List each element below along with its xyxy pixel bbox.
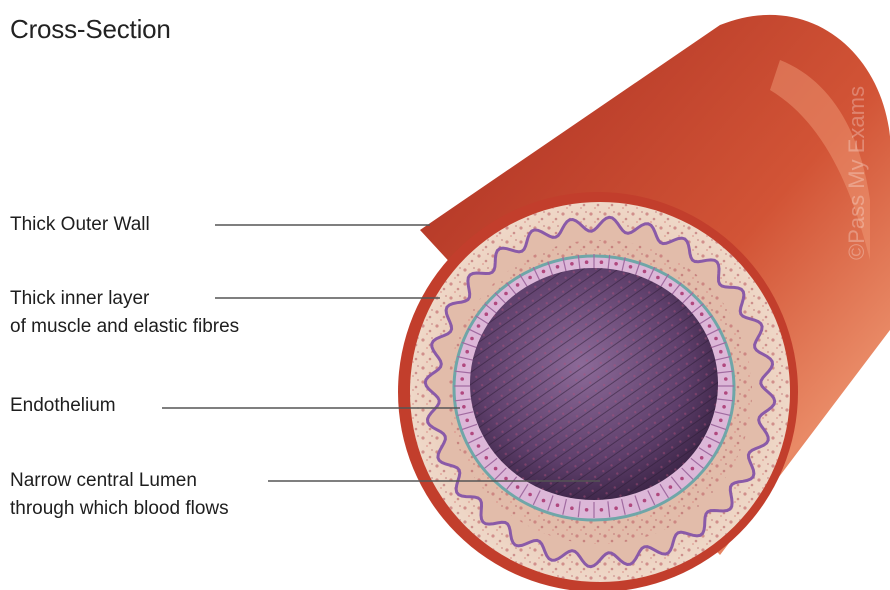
endothelium-cell-nucleus bbox=[629, 503, 633, 507]
endothelium-cell-nucleus bbox=[570, 506, 574, 510]
endothelium-cell-nucleus bbox=[669, 283, 673, 287]
endothelium-cell-nucleus bbox=[680, 292, 684, 296]
endothelium-cell-nucleus bbox=[528, 276, 532, 280]
endothelium-cell-nucleus bbox=[719, 419, 723, 423]
endothelium-cell-nucleus bbox=[470, 337, 474, 341]
endothelium-cell-nucleus bbox=[614, 506, 618, 510]
endothelium-cell-nucleus bbox=[714, 432, 718, 436]
endothelium-cell-nucleus bbox=[708, 324, 712, 328]
endothelium-cell-nucleus bbox=[542, 270, 546, 274]
endothelium-cell-nucleus bbox=[460, 377, 464, 381]
endothelium-cell-nucleus bbox=[485, 312, 489, 316]
endothelium-cell-nucleus bbox=[700, 456, 704, 460]
endothelium-cell-nucleus bbox=[460, 391, 464, 395]
endothelium-cell-nucleus bbox=[656, 276, 660, 280]
endothelium-cell-nucleus bbox=[556, 265, 560, 269]
endothelium-cell-nucleus bbox=[708, 444, 712, 448]
endothelium-cell-nucleus bbox=[570, 262, 574, 266]
endothelium-cell-nucleus bbox=[462, 363, 466, 367]
endothelium-cell-nucleus bbox=[691, 467, 695, 471]
endothelium-cell-nucleus bbox=[542, 499, 546, 503]
endothelium-cell-nucleus bbox=[470, 432, 474, 436]
endothelium-cell-nucleus bbox=[516, 485, 520, 489]
endothelium-cell-nucleus bbox=[724, 391, 728, 395]
endothelium-cell-nucleus bbox=[465, 350, 469, 354]
endothelium-cell-nucleus bbox=[724, 377, 728, 381]
endothelium-cell-nucleus bbox=[643, 270, 647, 274]
endothelium-cell-nucleus bbox=[614, 262, 618, 266]
endothelium-cell-nucleus bbox=[585, 508, 589, 512]
endothelium-cell-nucleus bbox=[719, 350, 723, 354]
endothelium-cell-nucleus bbox=[485, 456, 489, 460]
endothelium-cell-nucleus bbox=[477, 324, 481, 328]
endothelium-cell-nucleus bbox=[494, 302, 498, 306]
endothelium-cell-nucleus bbox=[691, 302, 695, 306]
endothelium-cell-nucleus bbox=[494, 467, 498, 471]
endothelium-cell-nucleus bbox=[465, 419, 469, 423]
endothelium-cell-nucleus bbox=[680, 477, 684, 481]
endothelium-cell-nucleus bbox=[669, 485, 673, 489]
endothelium-cell-nucleus bbox=[722, 405, 726, 409]
watermark-text: ©Pass My Exams bbox=[844, 86, 870, 260]
endothelium-cell-nucleus bbox=[504, 292, 508, 296]
endothelium-cell-nucleus bbox=[656, 493, 660, 497]
endothelium-cell-nucleus bbox=[643, 499, 647, 503]
endothelium-cell-nucleus bbox=[556, 503, 560, 507]
endothelium-cell-nucleus bbox=[585, 260, 589, 264]
endothelium-cell-nucleus bbox=[700, 312, 704, 316]
endothelium-cell-nucleus bbox=[714, 337, 718, 341]
endothelium-cell-nucleus bbox=[504, 477, 508, 481]
endothelium-cell-nucleus bbox=[462, 405, 466, 409]
endothelium-cell-nucleus bbox=[629, 265, 633, 269]
endothelium-cell-nucleus bbox=[600, 508, 604, 512]
endothelium-cell-nucleus bbox=[528, 493, 532, 497]
endothelium-cell-nucleus bbox=[722, 363, 726, 367]
endothelium-cell-nucleus bbox=[600, 260, 604, 264]
endothelium-cell-nucleus bbox=[516, 283, 520, 287]
endothelium-cell-nucleus bbox=[477, 444, 481, 448]
